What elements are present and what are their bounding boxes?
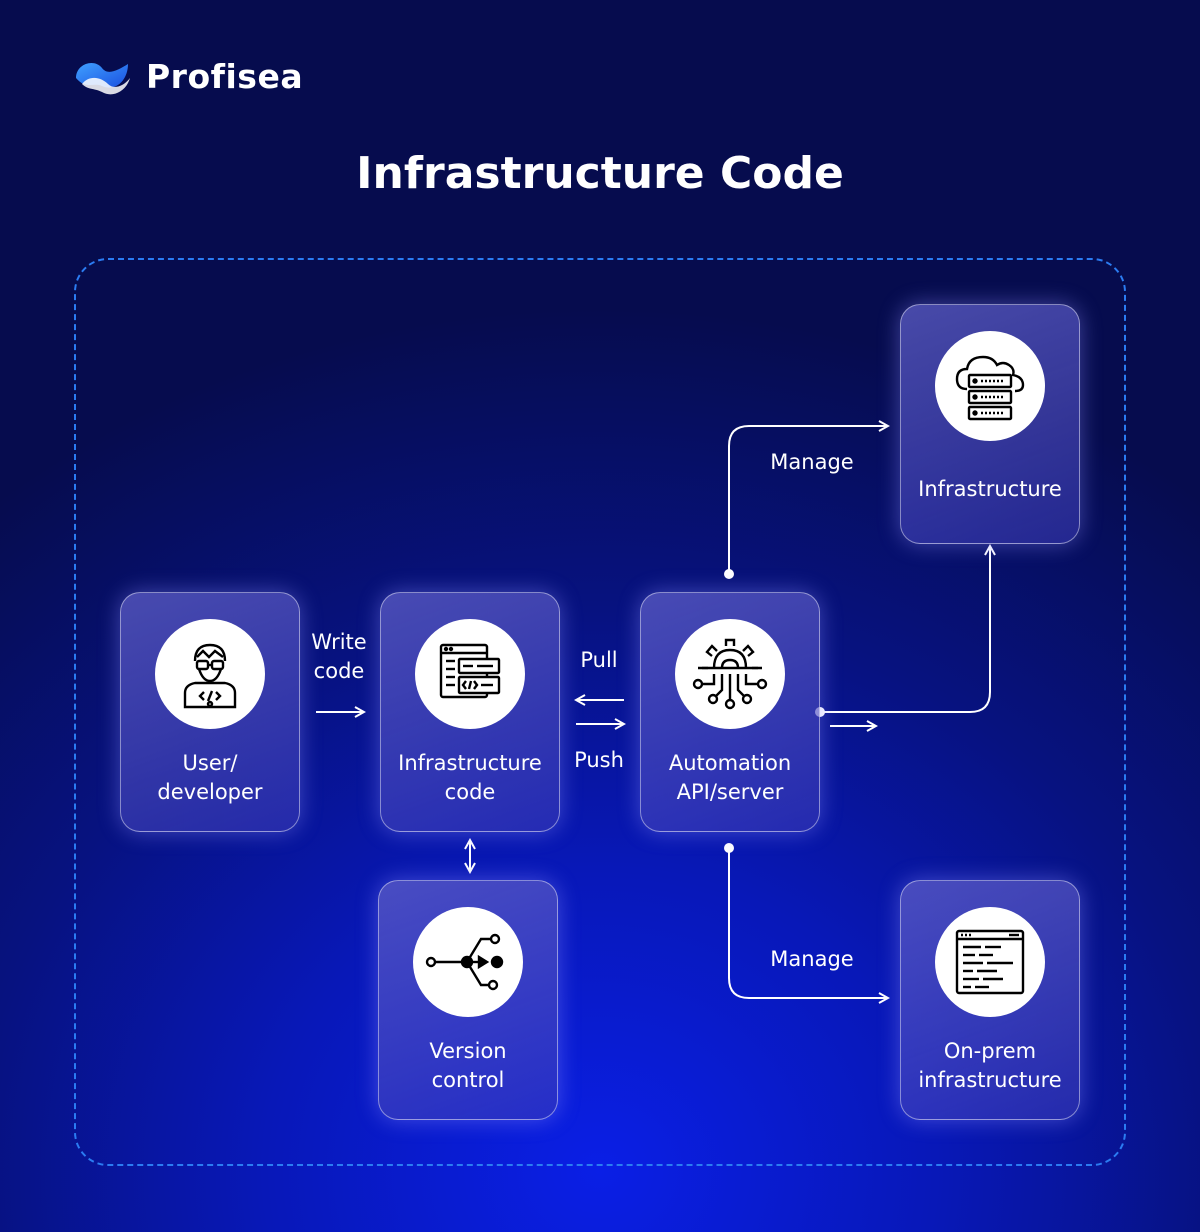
node-version-control: Version control [378, 880, 558, 1120]
cloud-server-icon [935, 331, 1045, 441]
push-label: Push [574, 748, 624, 772]
node-automation-label-2: API/server [676, 780, 784, 804]
pull-label: Pull [580, 648, 618, 672]
node-onprem-infrastructure: On-prem infrastructure [900, 880, 1080, 1120]
manage-top-path [728, 426, 888, 574]
node-user-label-1: User/ [182, 751, 238, 775]
node-onprem-label-1: On-prem [943, 1039, 1037, 1063]
code-window-icon [415, 619, 525, 729]
node-code-label-2: code [444, 780, 496, 804]
node-infrastructure-code: Infrastructure code [380, 592, 560, 832]
diagram-frame [74, 258, 1126, 1166]
node-infrastructure: Infrastructure [900, 304, 1080, 544]
manage-bottom-path [728, 848, 888, 998]
node-code-label-1: Infrastructure [398, 751, 542, 775]
node-user-developer: User/ developer [120, 592, 300, 832]
node-infra-label: Infrastructure [918, 477, 1062, 501]
page-title: Infrastructure Code [356, 148, 844, 199]
branch-icon [413, 907, 523, 1017]
brand-logo: Profisea [72, 56, 303, 96]
brand-name: Profisea [146, 56, 304, 96]
profisea-logo-icon [76, 63, 130, 95]
automation-to-infra-path [820, 546, 990, 713]
manage-top-label: Manage [770, 450, 854, 474]
write-code-label: Write code [311, 630, 367, 683]
node-onprem-label-2: infrastructure [918, 1068, 1062, 1092]
node-automation-server: Automation API/server [640, 592, 820, 832]
node-version-label-2: control [431, 1068, 505, 1092]
node-user-label-2: developer [157, 780, 263, 804]
gear-circuit-icon [675, 619, 785, 729]
developer-icon [155, 619, 265, 729]
terminal-icon [935, 907, 1045, 1017]
node-automation-label-1: Automation [668, 751, 792, 775]
node-version-label-1: Version [429, 1039, 507, 1063]
manage-bottom-label: Manage [770, 947, 854, 971]
